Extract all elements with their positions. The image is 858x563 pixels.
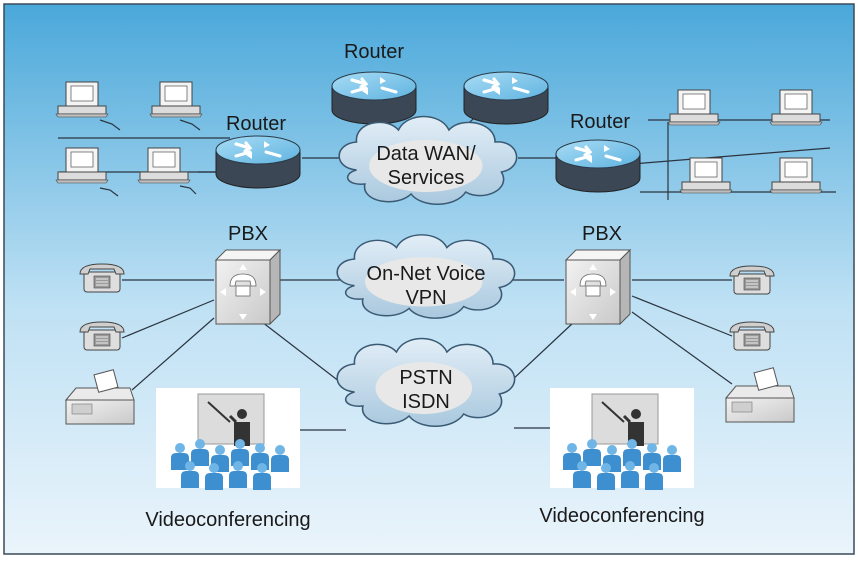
router-label-right: Router bbox=[570, 111, 630, 133]
cloud-voice-line2: VPN bbox=[405, 287, 446, 309]
telephone-icon bbox=[79, 263, 125, 293]
video-label-right: Videoconferencing bbox=[539, 505, 704, 527]
cloud-pstn bbox=[336, 337, 516, 428]
cloud-voice-line1: On-Net Voice bbox=[367, 263, 486, 285]
router-label-top: Router bbox=[344, 41, 404, 63]
cloud-data-wan bbox=[338, 115, 518, 206]
pbx-label-left: PBX bbox=[228, 223, 268, 245]
pbx-label-right: PBX bbox=[582, 223, 622, 245]
router-icon bbox=[330, 70, 418, 126]
pbx-icon bbox=[215, 249, 281, 325]
cloud-pstn-line1: PSTN bbox=[399, 367, 452, 389]
router-icon bbox=[554, 138, 642, 194]
cloud-pstn-line2: ISDN bbox=[402, 391, 450, 413]
router-icon bbox=[214, 134, 302, 190]
router-label-left: Router bbox=[226, 113, 286, 135]
telephone-icon bbox=[79, 321, 125, 351]
cloud-wan-line2: Services bbox=[388, 167, 465, 189]
telephone-icon bbox=[729, 265, 775, 295]
cloud-wan-line1: Data WAN/ bbox=[376, 143, 476, 165]
telephone-icon bbox=[729, 321, 775, 351]
pbx-icon bbox=[565, 249, 631, 325]
cloud-voice-vpn bbox=[336, 233, 516, 319]
videoconference-icon bbox=[548, 386, 696, 490]
videoconference-icon bbox=[154, 386, 302, 490]
video-label-left: Videoconferencing bbox=[145, 509, 310, 531]
router-icon bbox=[462, 70, 550, 126]
